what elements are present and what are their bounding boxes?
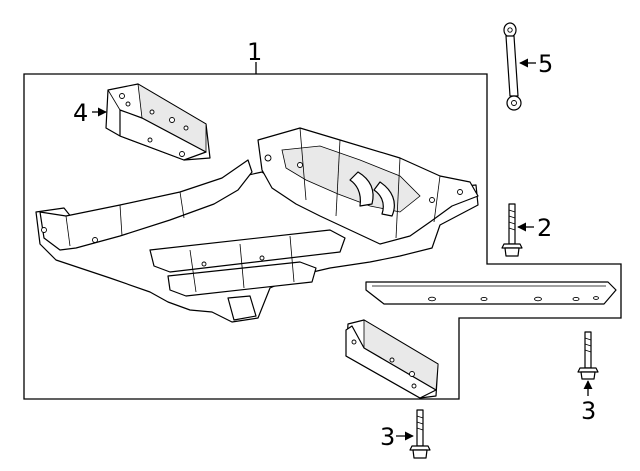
callout-3-right-label: 3 <box>581 397 596 425</box>
assembly-boundary-outline <box>23 73 622 400</box>
rail-panel-icon <box>365 281 617 305</box>
callout-3-bottom-label: 3 <box>380 423 395 451</box>
bracket-icon <box>105 83 211 161</box>
callout-2-label: 2 <box>537 214 552 242</box>
callout-4-label: 4 <box>73 99 88 127</box>
link-rod-icon <box>503 22 522 111</box>
channel-bracket-icon <box>345 319 439 399</box>
bolt-icon <box>501 203 523 257</box>
callout-5-label: 5 <box>538 50 553 78</box>
bolt-icon <box>577 331 599 380</box>
frame-assembly-icon <box>35 127 479 323</box>
callout-1-label: 1 <box>247 38 262 66</box>
bolt-icon <box>409 409 431 459</box>
